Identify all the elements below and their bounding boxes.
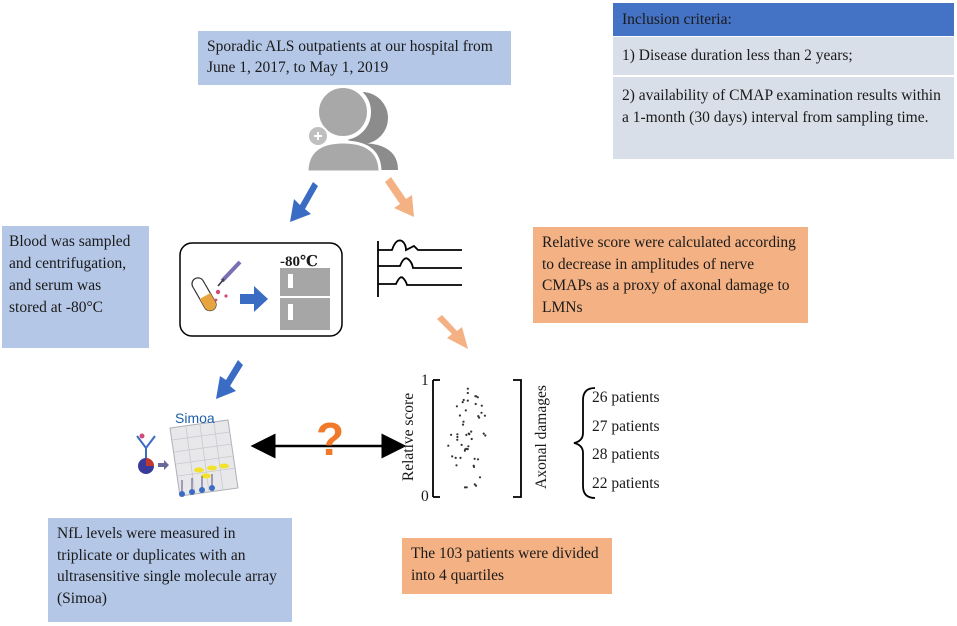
score-dot [477, 415, 480, 418]
score-dot [473, 483, 476, 486]
score-dot [456, 435, 459, 439]
score-dot [484, 434, 487, 437]
score-dots [447, 387, 487, 489]
score-dot [480, 411, 483, 414]
blood-processing-panel [179, 242, 343, 337]
score-dot [454, 456, 457, 459]
plot-tick-top: 1 [421, 372, 429, 389]
arrow-to-plot [437, 315, 468, 349]
relative-score-text: Relative score were calculated according… [542, 234, 796, 316]
score-dot [478, 476, 482, 479]
cmap-waveforms [377, 239, 462, 297]
quartile-brace [573, 387, 596, 499]
freezer-icon [280, 268, 330, 330]
plot-right-label: Axonal damages [533, 385, 550, 489]
score-dot [475, 395, 478, 398]
score-dot [482, 432, 485, 435]
quartile-group-1: 26 patients [592, 389, 660, 406]
score-dot [480, 404, 483, 407]
freezer-temperature: -80℃ [280, 254, 318, 270]
nfl-measurement-box: NfL levels were measured in triplicate o… [48, 518, 292, 622]
score-dot [466, 448, 469, 451]
plot-tick-bottom: 0 [421, 488, 429, 505]
arrow-to-freezer [240, 286, 268, 312]
score-dot [461, 401, 464, 404]
score-dot [465, 486, 468, 489]
score-dot [456, 433, 459, 436]
quartile-division-text: The 103 patients were divided into 4 qua… [411, 545, 599, 584]
score-dot [458, 414, 461, 417]
simoa-label: Simoa [175, 410, 215, 426]
score-dot [455, 464, 458, 467]
score-dot [483, 414, 486, 417]
relative-score-plot [432, 379, 522, 498]
score-dot [459, 456, 462, 459]
simoa-device-icon [136, 419, 239, 497]
score-dot [463, 486, 467, 489]
patient-icon [305, 84, 398, 174]
score-dot [472, 464, 475, 467]
score-dot [462, 420, 465, 423]
nfl-measurement-text: NfL levels were measured in triplicate o… [57, 525, 277, 607]
test-tube-icon [191, 277, 217, 312]
blood-sampling-text: Blood was sampled and centrifugation, an… [9, 233, 131, 316]
score-dot [447, 444, 450, 447]
score-dot [465, 433, 468, 436]
score-dot [461, 423, 465, 426]
score-dot [476, 396, 479, 399]
quartile-group-3: 28 patients [592, 446, 660, 463]
quartile-group-2: 27 patients [592, 418, 660, 435]
score-dot [467, 445, 470, 448]
source-population-text: Sporadic ALS outpatients at our hospital… [207, 38, 493, 76]
inclusion-criterion-2: 2) availability of CMAP examination resu… [613, 77, 954, 159]
score-dot [466, 387, 469, 390]
score-dot [462, 398, 465, 402]
score-dot [467, 432, 470, 435]
pipette-icon [214, 260, 242, 302]
score-dot [450, 433, 453, 436]
score-dot [455, 405, 458, 408]
score-dot [470, 437, 473, 441]
arrow-to-cmap [385, 177, 414, 217]
inclusion-criterion-2-text: 2) availability of CMAP examination resu… [622, 87, 941, 126]
score-dot [473, 457, 476, 460]
inclusion-criterion-1-text: 1) Disease duration less than 2 years; [622, 47, 853, 64]
score-dot [463, 449, 466, 452]
arrow-to-simoa [216, 360, 243, 399]
arrow-to-lab [290, 182, 318, 222]
score-dot [476, 458, 480, 461]
score-dot [464, 409, 467, 412]
score-dot [460, 443, 463, 446]
inclusion-criterion-1: 1) Disease duration less than 2 years; [613, 37, 954, 75]
score-dot [466, 391, 469, 395]
score-dot [474, 402, 477, 406]
inclusion-criteria-title: Inclusion criteria: [622, 11, 732, 28]
score-dot [456, 438, 459, 441]
relative-score-box: Relative score were calculated according… [533, 227, 808, 323]
inclusion-criteria-header: Inclusion criteria: [613, 3, 954, 36]
quartile-division-box: The 103 patients were divided into 4 qua… [402, 538, 612, 594]
plot-y-label: Relative score [400, 392, 417, 482]
score-dot [451, 455, 454, 458]
source-population-box: Sporadic ALS outpatients at our hospital… [198, 31, 511, 85]
score-dot [466, 399, 469, 402]
score-dot [470, 430, 473, 433]
blood-sampling-box: Blood was sampled and centrifugation, an… [2, 226, 149, 348]
quartile-group-4: 22 patients [592, 475, 660, 492]
question-mark-icon: ? [316, 413, 345, 465]
